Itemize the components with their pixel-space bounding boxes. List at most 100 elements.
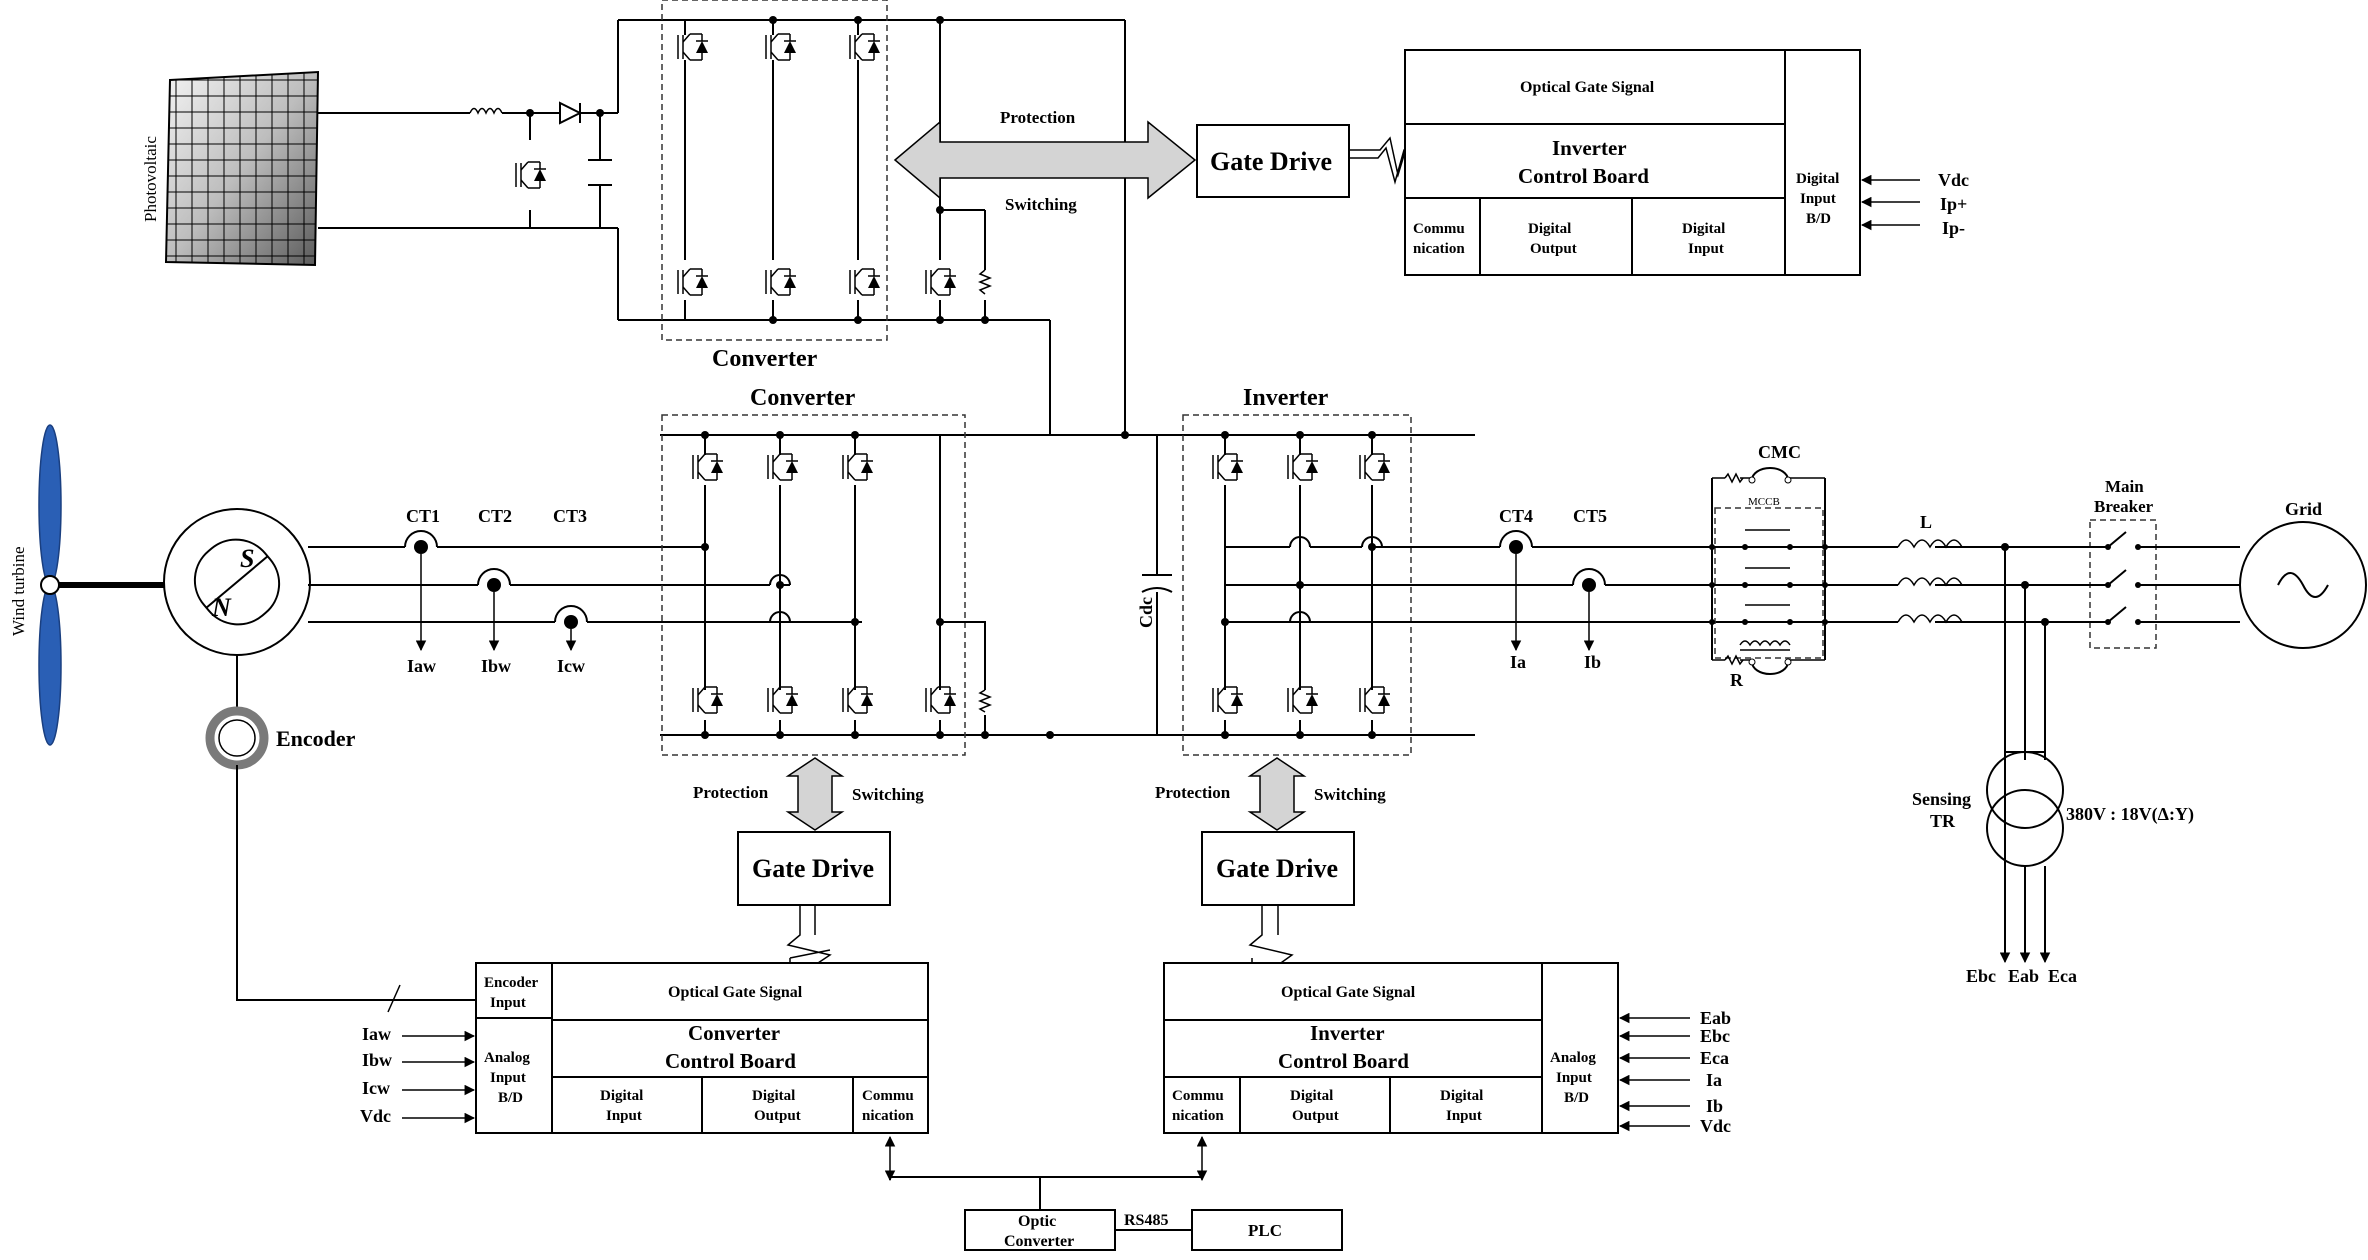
converter-board-inputs: Iaw Ibw Icw Vdc <box>360 1024 476 1126</box>
converter-optic-link <box>786 905 832 966</box>
inverter-control-board: Optical Gate Signal Inverter Control Boa… <box>1163 962 1619 1134</box>
plc-label: PLC <box>1248 1221 1282 1240</box>
pv-inverter-control-board: Optical Gate Signal Inverter Control Boa… <box>1404 49 1861 276</box>
converter-control-board: Encoder Input Analog Input B/D Optical G… <box>475 962 929 1134</box>
inverter-digital-input-2: Input <box>1446 1108 1482 1124</box>
pv-optical-gate-signal: Optical Gate Signal <box>1520 79 1655 96</box>
inverter-optic-link <box>1248 905 1294 966</box>
grid-voltage-eab: Eab <box>2008 966 2039 986</box>
mccb-assembly: MCCB CMC R <box>1709 442 1828 690</box>
converter-analog-2: Input <box>490 1070 526 1086</box>
sensing-tr-label-2: TR <box>1930 811 1956 831</box>
converter-digital-input-1: Digital <box>600 1088 643 1104</box>
inverter-commu-1: Commu <box>1172 1088 1224 1104</box>
pv-digital-output-1: Digital <box>1528 221 1571 237</box>
ibw-label: Ibw <box>481 656 511 676</box>
tr-ratio-label: 380V : 18V(Δ:Y) <box>2066 804 2194 825</box>
optic-converter-label-2: Converter <box>1004 1233 1074 1250</box>
inverter-protection-switching-arrow <box>1247 757 1307 831</box>
ct1-label: CT1 <box>406 506 440 526</box>
pv-diode <box>559 101 583 125</box>
pv-boost-igbt <box>515 161 547 189</box>
optic-converter-box: Optic Converter <box>964 1209 1116 1251</box>
pv-input-ip-minus: Ip- <box>1942 218 1965 238</box>
grid-voltage-ebc: Ebc <box>1966 966 1996 986</box>
converter-gate-drive-box <box>737 831 891 906</box>
inverter-digital-input-1: Digital <box>1440 1088 1483 1104</box>
converter-analog-3: B/D <box>498 1090 523 1106</box>
l-label: L <box>1920 512 1932 532</box>
inverter-switching-label: Switching <box>1314 785 1386 804</box>
pv-protection-switching-arrow <box>893 120 1197 200</box>
inverter-board-inputs: Eab Ebc Eca Ia Ib Vdc <box>1618 1008 1731 1136</box>
main-breaker: Main Breaker <box>1935 477 2240 649</box>
inv-in-ia: Ia <box>1706 1070 1722 1090</box>
inverter-board-title-2: Control Board <box>1278 1049 1409 1073</box>
pv-input-signals: Vdc Ip+ Ip- <box>1860 170 1969 238</box>
inverter-digital-output-1: Digital <box>1290 1088 1333 1104</box>
pv-switching-label: Switching <box>1005 195 1077 214</box>
inverter-analog-2: Input <box>1556 1070 1592 1086</box>
rs485-label: RS485 <box>1124 1212 1168 1229</box>
converter-digital-output-1: Digital <box>752 1088 795 1104</box>
converter-commu-2: nication <box>862 1108 914 1124</box>
conv-in-iaw: Iaw <box>362 1024 391 1044</box>
cmc-label: CMC <box>1758 442 1801 462</box>
pv-gate-drive-box <box>1196 124 1350 198</box>
sensing-tr-label-1: Sensing <box>1912 789 1971 809</box>
icw-label: Icw <box>557 656 585 676</box>
ct2-label: CT2 <box>478 506 512 526</box>
converter-encoder-input-1: Encoder <box>484 975 539 991</box>
inv-in-eab: Eab <box>1700 1008 1731 1028</box>
pv-input-vdc: Vdc <box>1938 170 1969 190</box>
inverter-gate-drive-box <box>1201 831 1355 906</box>
conv-in-icw: Icw <box>362 1078 390 1098</box>
ct4-label: CT4 <box>1499 506 1533 526</box>
r-label: R <box>1730 670 1744 690</box>
converter-digital-output-2: Output <box>754 1108 801 1124</box>
pv-digital-input-bd-2: Input <box>1800 191 1836 207</box>
inverter-gate-drive-label: Gate Drive <box>1216 854 1338 883</box>
inverter-label: Inverter <box>1243 385 1329 411</box>
converter-protection-switching-arrow <box>785 757 845 831</box>
grid-source: Grid <box>2239 499 2367 649</box>
sensing-transformer: Sensing TR 380V : 18V(Δ:Y) <box>1912 750 2194 960</box>
grid-inverter: Inverter <box>1182 385 1412 756</box>
inv-in-vdc: Vdc <box>1700 1116 1731 1136</box>
encoder-label: Encoder <box>276 726 356 751</box>
pv-optic-link <box>1349 136 1409 185</box>
wind-converter: Converter <box>661 385 993 756</box>
grid-voltage-eca: Eca <box>2048 966 2077 986</box>
pole-n: N <box>211 593 232 622</box>
photovoltaic-label: Photovoltaic <box>141 136 160 222</box>
pv-converter: Converter <box>661 0 888 372</box>
pv-converter-label: Converter <box>712 346 818 372</box>
wind-ct-labels: CT1 CT2 CT3 <box>406 506 587 526</box>
converter-board-title-2: Control Board <box>665 1049 796 1073</box>
pv-digital-input-2: Input <box>1688 241 1724 257</box>
plc-box: PLC <box>1191 1209 1343 1251</box>
converter-optical-gate-signal: Optical Gate Signal <box>668 984 803 1001</box>
inv-in-ib: Ib <box>1706 1096 1723 1116</box>
photovoltaic-panel: Photovoltaic <box>141 70 320 267</box>
converter-digital-input-2: Input <box>606 1108 642 1124</box>
iaw-label: Iaw <box>407 656 436 676</box>
wind-converter-label: Converter <box>750 385 856 411</box>
ct5-label: CT5 <box>1573 506 1607 526</box>
inverter-analog-1: Analog <box>1550 1050 1596 1066</box>
main-breaker-label-1: Main <box>2105 477 2144 496</box>
grid-label: Grid <box>2285 499 2322 519</box>
main-breaker-label-2: Breaker <box>2094 497 2154 516</box>
pv-input-ip-plus: Ip+ <box>1940 194 1967 214</box>
converter-switching-label: Switching <box>852 785 924 804</box>
inv-in-eca: Eca <box>1700 1048 1729 1068</box>
converter-board-title-1: Converter <box>688 1021 780 1045</box>
wind-turbine: Wind turbine <box>9 424 220 746</box>
inverter-board-title-1: Inverter <box>1310 1021 1385 1045</box>
conv-in-vdc: Vdc <box>360 1106 391 1126</box>
pv-protection-label: Protection <box>1000 108 1076 127</box>
converter-encoder-input-2: Input <box>490 995 526 1011</box>
grid-inductors: L <box>1897 512 1963 632</box>
ib-label: Ib <box>1584 652 1601 672</box>
